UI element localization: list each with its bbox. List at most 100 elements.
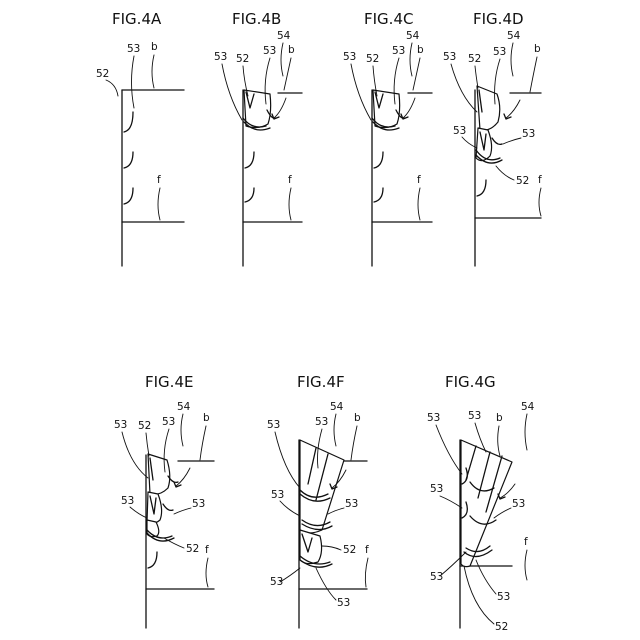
ref-label: f bbox=[157, 174, 161, 186]
ref-label: 53 bbox=[127, 43, 140, 55]
ref-label: 53 bbox=[214, 51, 227, 63]
leader-line bbox=[498, 426, 500, 456]
ref-label: f bbox=[538, 174, 542, 186]
leader-line bbox=[413, 58, 420, 90]
leader-line bbox=[174, 508, 191, 514]
ref-label: 52 bbox=[96, 68, 109, 80]
figure-4e: FIG.4E 53 52 53 54 b 53 53 52 f bbox=[114, 373, 214, 628]
ref-label: 53 bbox=[114, 419, 127, 431]
flap bbox=[477, 180, 486, 196]
ref-label: 54 bbox=[507, 30, 521, 42]
leader-line bbox=[525, 414, 527, 450]
ref-label: 52 bbox=[495, 621, 508, 633]
ref-label: 53 bbox=[443, 51, 456, 63]
figure-4a: FIG.4A 52 53 b f bbox=[96, 10, 184, 266]
flap-curl bbox=[492, 138, 502, 144]
leader-line bbox=[494, 508, 511, 518]
leader-line bbox=[281, 43, 283, 76]
flap bbox=[374, 188, 383, 202]
flap bbox=[245, 188, 254, 202]
ref-label: 53 bbox=[392, 45, 405, 57]
flap bbox=[124, 188, 133, 204]
motion-arrow bbox=[274, 98, 286, 118]
ref-label: 54 bbox=[330, 401, 344, 413]
figure-4g: FIG.4G 53 53 b 54 53 53 f 53 53 52 bbox=[427, 373, 535, 633]
leader-line bbox=[280, 501, 300, 516]
leader-line bbox=[132, 56, 135, 108]
ref-label: 53 bbox=[493, 46, 506, 58]
leader-line bbox=[436, 425, 462, 474]
ref-label: 52 bbox=[516, 175, 529, 187]
leader-line bbox=[328, 508, 344, 514]
ref-label: b bbox=[534, 43, 541, 55]
ref-label: b bbox=[151, 41, 158, 53]
leader-line bbox=[275, 432, 300, 488]
leader-line bbox=[122, 432, 148, 478]
leader-line bbox=[289, 188, 291, 220]
motion-arrow bbox=[403, 98, 415, 118]
figure-4d: FIG.4D 53 52 53 54 b 53 53 52 f bbox=[443, 10, 542, 266]
ref-label: 54 bbox=[521, 401, 535, 413]
ref-label: 53 bbox=[430, 483, 443, 495]
ref-label: 54 bbox=[406, 30, 420, 42]
leader-line bbox=[451, 64, 477, 112]
ref-label: 53 bbox=[270, 576, 283, 588]
ref-label: 52 bbox=[343, 544, 356, 556]
figure-title: FIG.4E bbox=[145, 373, 193, 391]
leader-line bbox=[316, 568, 336, 600]
ref-label: 53 bbox=[345, 498, 358, 510]
leader-line bbox=[146, 433, 149, 456]
leader-line bbox=[130, 507, 147, 518]
ref-label: 53 bbox=[430, 571, 443, 583]
figure-title: FIG.4A bbox=[112, 10, 162, 28]
flap bbox=[124, 112, 133, 132]
leader-line bbox=[222, 64, 242, 120]
ref-label: 54 bbox=[177, 401, 191, 413]
leader-line bbox=[152, 55, 154, 88]
leader-line bbox=[200, 426, 206, 460]
lower-flap-group bbox=[476, 128, 492, 161]
ref-label: 54 bbox=[277, 30, 291, 42]
ref-label: 53 bbox=[522, 128, 535, 140]
ref-label: f bbox=[288, 174, 292, 186]
ref-label: f bbox=[524, 536, 528, 548]
ref-label: 53 bbox=[162, 416, 175, 428]
figure-4f: FIG.4F 53 53 54 b 53 53 52 f 53 53 bbox=[267, 373, 369, 628]
leader-line bbox=[503, 138, 521, 144]
ref-label: f bbox=[365, 544, 369, 556]
leader-line bbox=[365, 558, 368, 587]
leader-line bbox=[530, 57, 537, 92]
leader-line bbox=[410, 43, 412, 76]
figure-title: FIG.4C bbox=[364, 10, 413, 28]
leader-line bbox=[158, 188, 160, 220]
ref-label: 53 bbox=[497, 591, 510, 603]
ref-label: 53 bbox=[512, 498, 525, 510]
figure-title: FIG.4G bbox=[445, 373, 496, 391]
ref-label: 53 bbox=[337, 597, 350, 609]
leader-line bbox=[511, 43, 513, 76]
figure-4c: FIG.4C 53 52 53 54 b f bbox=[343, 10, 432, 266]
leader-line bbox=[206, 558, 208, 587]
ref-label: b bbox=[354, 412, 361, 424]
leader-line bbox=[351, 426, 357, 460]
leader-line bbox=[322, 546, 341, 550]
flap bbox=[245, 152, 254, 168]
ref-label: 53 bbox=[121, 495, 134, 507]
leader-line bbox=[440, 496, 462, 508]
figure-title: FIG.4D bbox=[473, 10, 524, 28]
motion-arrow bbox=[176, 468, 190, 486]
ref-label: b bbox=[203, 412, 210, 424]
leader-line bbox=[496, 166, 514, 180]
ref-label: 52 bbox=[468, 53, 481, 65]
leader-line bbox=[284, 58, 291, 90]
leader-line bbox=[539, 188, 541, 216]
ref-label: 52 bbox=[236, 53, 249, 65]
upper-flap-group bbox=[148, 454, 170, 494]
ref-label: 53 bbox=[315, 416, 328, 428]
leader-line bbox=[280, 568, 300, 582]
ref-label: f bbox=[205, 544, 209, 556]
ref-label: 53 bbox=[263, 45, 276, 57]
ref-label: 52 bbox=[186, 543, 199, 555]
ref-label: 53 bbox=[427, 412, 440, 424]
